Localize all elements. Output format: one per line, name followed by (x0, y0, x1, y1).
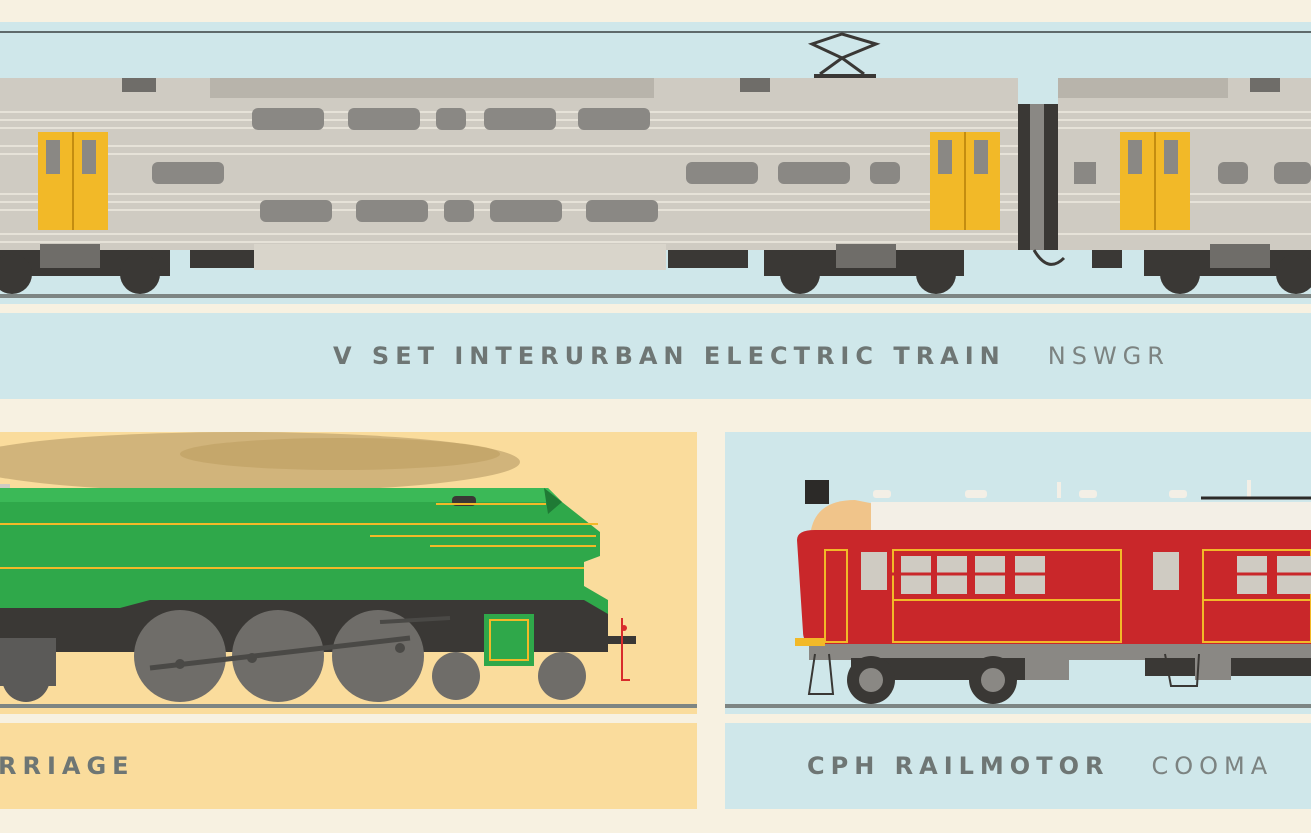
train-car-1 (0, 78, 1018, 270)
steam-loco-name: RRIAGE (0, 752, 135, 780)
train-car-2 (1058, 78, 1311, 250)
v-set-name: V SET INTERURBAN ELECTRIC TRAIN (333, 342, 1006, 370)
driving-wheels (0, 610, 586, 702)
v-set-caption: V SET INTERURBAN ELECTRIC TRAIN NSWGR (333, 313, 1170, 399)
railmotor-body (797, 530, 1311, 644)
cph-railmotor-region: COOMA (1151, 752, 1274, 780)
v-set-train-illustration (0, 22, 1311, 304)
steam-locomotive-illustration (0, 432, 697, 714)
cph-railmotor-caption: CPH RAILMOTOR COOMA (807, 723, 1273, 809)
cph-railmotor-name: CPH RAILMOTOR (807, 752, 1110, 780)
pantograph-icon (807, 32, 881, 80)
cph-railmotor-illustration (725, 432, 1311, 714)
steam-loco-label-banner: RRIAGE (0, 723, 697, 809)
cph-railmotor-label-banner: CPH RAILMOTOR COOMA (725, 723, 1311, 809)
v-set-label-banner: V SET INTERURBAN ELECTRIC TRAIN NSWGR (0, 313, 1311, 399)
v-set-region: NSWGR (1047, 342, 1170, 370)
steam-loco-caption: RRIAGE (0, 723, 135, 809)
